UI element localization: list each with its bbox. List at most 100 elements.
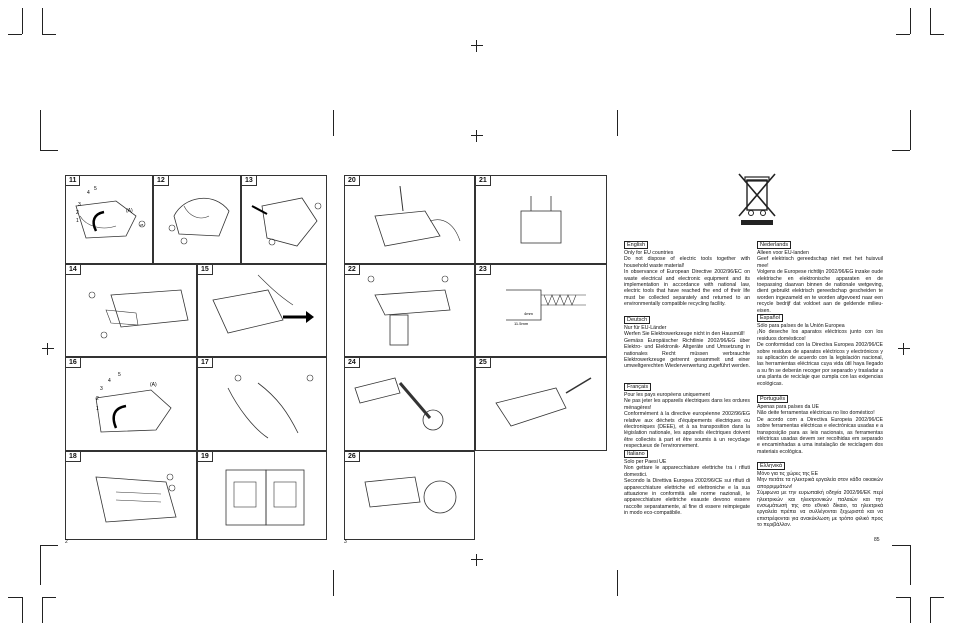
- crop-mark: [40, 150, 58, 151]
- figure-number: 20: [345, 176, 360, 186]
- crop-mark: [333, 110, 334, 136]
- crop-mark: [617, 570, 618, 596]
- page-number-left: 2: [65, 539, 68, 545]
- language-heading: Français: [624, 383, 652, 391]
- crop-mark: [333, 570, 334, 596]
- svg-text:28: 28: [140, 223, 144, 227]
- figure-number: 18: [66, 452, 81, 462]
- section-espanol: Español Sólo para países de la Unión Eur…: [757, 314, 883, 387]
- crop-mark: [892, 150, 910, 151]
- svg-text:5: 5: [94, 186, 97, 192]
- section-deutsch: Deutsch Nur für EU-Länder Werfen Sie Ele…: [624, 316, 750, 370]
- section-nederlands: Nederlands Alleen voor EU-landen Geef el…: [757, 241, 883, 314]
- figure-number: 14: [66, 265, 81, 275]
- section-portugues: Português Apenas para países da UE Não d…: [757, 395, 883, 455]
- crop-mark: [42, 597, 56, 598]
- section-text: Alleen voor EU-landen Geef elektrisch ge…: [757, 250, 883, 314]
- figure-number: 19: [198, 452, 213, 462]
- registration-cross-icon: [42, 343, 54, 355]
- figure-number: 12: [154, 176, 169, 186]
- crop-mark: [910, 8, 911, 34]
- svg-text:3: 3: [100, 386, 103, 392]
- registration-cross-icon: [898, 343, 910, 355]
- language-heading: Português: [757, 395, 789, 403]
- svg-text:(A): (A): [150, 382, 157, 388]
- section-text: Solo per Paesi UE Non gettare le apparec…: [624, 459, 750, 517]
- crop-mark: [930, 597, 944, 598]
- page-number-middle: 3: [344, 539, 347, 545]
- svg-text:1: 1: [96, 406, 99, 412]
- svg-text:4: 4: [87, 190, 90, 196]
- registration-cross-icon: [471, 40, 483, 52]
- crop-mark: [617, 110, 618, 136]
- figure-number: 22: [345, 265, 360, 275]
- crop-mark: [42, 34, 56, 35]
- crop-mark: [896, 597, 910, 598]
- section-francais: Français Pour les pays européens uniquem…: [624, 383, 750, 450]
- section-english: English Only for EU countries Do not dis…: [624, 241, 750, 308]
- crop-mark: [42, 8, 43, 34]
- crossed-out-wheelie-bin-icon: [738, 173, 776, 225]
- crop-mark: [42, 597, 43, 623]
- section-text: Sólo para países de la Unión Europea ¡No…: [757, 323, 883, 387]
- svg-text:11.5mm: 11.5mm: [514, 321, 529, 326]
- figure-12: 12: [153, 175, 241, 264]
- figure-21: 21: [475, 175, 607, 264]
- svg-text:(A): (A): [126, 208, 133, 214]
- figure-14: 14: [65, 264, 197, 357]
- figure-number: 15: [198, 265, 213, 275]
- drill-battery-illustration: 45 32 1(A) 28: [75, 186, 146, 239]
- crop-mark: [8, 34, 22, 35]
- crop-mark: [8, 597, 22, 598]
- figure-24: 24: [344, 357, 475, 451]
- figure-13: 13: [241, 175, 327, 264]
- svg-text:2: 2: [96, 396, 99, 402]
- section-text: Only for EU countries Do not dispose of …: [624, 250, 750, 308]
- language-heading: English: [624, 241, 649, 249]
- figure-number: 17: [198, 358, 213, 368]
- registration-cross-icon: [471, 554, 483, 566]
- svg-text:4: 4: [108, 378, 111, 384]
- figure-15: 15: [197, 264, 327, 357]
- crop-mark: [892, 545, 910, 546]
- figure-number: 21: [476, 176, 491, 186]
- figure-22: 22: [344, 264, 475, 357]
- language-heading: Nederlands: [757, 241, 792, 249]
- figure-26: 26: [344, 451, 475, 540]
- figure-number: 24: [345, 358, 360, 368]
- crop-mark: [896, 34, 910, 35]
- crop-mark: [40, 110, 41, 150]
- figure-number: 26: [345, 452, 360, 462]
- language-heading: Italiano: [624, 450, 648, 458]
- figure-17: 17: [197, 357, 327, 451]
- section-text: Apenas para países da UE Não deite ferra…: [757, 404, 883, 455]
- figure-number: 23: [476, 265, 491, 275]
- crop-mark: [22, 8, 23, 34]
- svg-text:3: 3: [78, 202, 81, 208]
- svg-text:5: 5: [118, 372, 121, 378]
- crop-mark: [910, 110, 911, 150]
- section-italiano: Italiano Solo per Paesi UE Non gettare l…: [624, 450, 750, 517]
- crop-mark: [22, 597, 23, 623]
- figure-18: 18: [65, 451, 197, 540]
- crop-mark: [930, 8, 931, 34]
- crop-mark: [40, 545, 58, 546]
- section-text: Nur für EU-Länder Werfen Sie Elektrowerk…: [624, 325, 751, 370]
- crop-mark: [930, 34, 944, 35]
- language-heading: Español: [757, 314, 783, 322]
- page-number-right: 85: [874, 537, 880, 543]
- crop-mark: [910, 545, 911, 585]
- figure-number: 25: [476, 358, 491, 368]
- section-text: Μόνο για τις χώρες της ΕΕ Μην πετάτε τα …: [757, 471, 883, 529]
- figure-25: 25: [475, 357, 607, 451]
- figure-20: 20: [344, 175, 475, 264]
- svg-text:4mm: 4mm: [524, 311, 534, 316]
- svg-text:1: 1: [76, 218, 79, 224]
- section-greek: Ελληνικά Μόνο για τις χώρες της ΕΕ Μην π…: [757, 462, 883, 529]
- crop-mark: [40, 545, 41, 585]
- figure-number: 16: [66, 358, 81, 368]
- language-heading: Ελληνικά: [757, 462, 786, 470]
- crop-mark: [910, 597, 911, 623]
